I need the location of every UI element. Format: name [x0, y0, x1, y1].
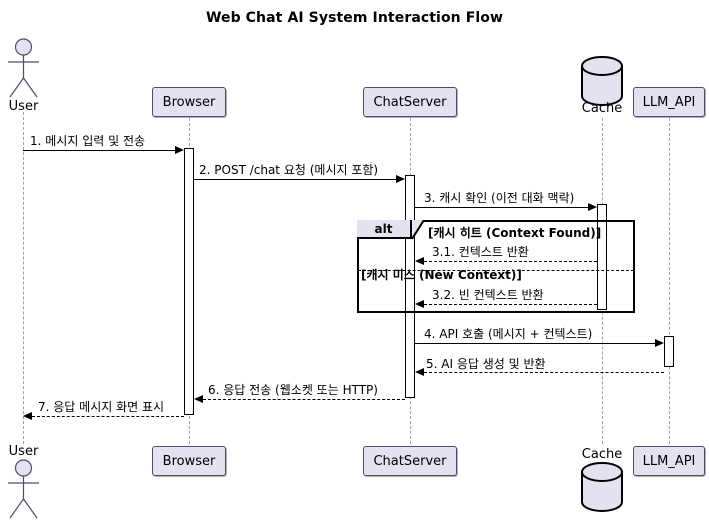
lifeline-user [23, 112, 24, 444]
message-label-7: 7. 응답 메시지 화면 표시 [38, 400, 165, 414]
message-label-3-1: 3.1. 컨텍스트 반환 [432, 245, 529, 259]
message-line-6 [203, 399, 405, 400]
alt-guard-condition-1: [캐시 히트 (Context Found)] [428, 226, 602, 240]
message-arrowhead-5 [415, 368, 424, 376]
participant-label-user-top: User [8, 99, 39, 114]
message-line-4 [415, 343, 655, 344]
alt-operator-label: alt [374, 221, 393, 236]
alt-fragment-operator-tab: alt [357, 220, 412, 239]
participant-chatserver-bottom[interactable]: ChatServer [363, 446, 457, 476]
participant-label-user-bottom: User [8, 444, 39, 459]
participant-label-llm-bottom: LLM_API [642, 453, 696, 469]
message-line-3-1 [424, 261, 597, 262]
lifeline-llm [669, 118, 670, 444]
message-arrowhead-3-1 [415, 257, 424, 265]
participant-label-chatserver-top: ChatServer [373, 94, 447, 110]
participant-label-browser-top: Browser [162, 94, 216, 110]
database-cylinder-icon [581, 462, 623, 512]
message-label-3-2: 3.2. 빈 컨텍스트 반환 [432, 288, 544, 302]
participant-label-cache-top: Cache [581, 101, 623, 116]
alt-fragment-divider [358, 270, 634, 271]
participant-llm-bottom[interactable]: LLM_API [633, 446, 705, 476]
message-line-1 [23, 150, 175, 151]
message-arrowhead-3 [588, 203, 597, 211]
participant-cache-bottom[interactable] [579, 462, 625, 512]
participant-label-browser-bottom: Browser [162, 453, 216, 469]
message-label-6: 6. 응답 전송 (웹소켓 또는 HTTP) [208, 383, 378, 397]
message-arrowhead-4 [655, 339, 664, 347]
activation-browser [184, 148, 194, 415]
message-line-3 [415, 207, 588, 208]
message-arrowhead-6 [194, 395, 203, 403]
participant-cache-top[interactable] [579, 56, 625, 106]
message-line-7 [32, 416, 184, 417]
diagram-title: Web Chat AI System Interaction Flow [205, 10, 504, 26]
alt-guard-condition-2: [캐시 미스 (New Context)] [361, 268, 522, 282]
notch-shape-icon [411, 219, 425, 240]
actor-user-bottom [3, 459, 44, 521]
message-arrowhead-3-2 [415, 300, 424, 308]
actor-user-top [3, 38, 44, 100]
message-label-1: 1. 메시지 입력 및 전송 [30, 134, 146, 148]
actor-figure-icon [8, 38, 39, 98]
participant-label-chatserver-bottom: ChatServer [373, 453, 447, 469]
message-line-2 [194, 179, 396, 180]
actor-figure-icon [8, 459, 39, 519]
message-label-4: 4. API 호출 (메시지 + 컨텍스트) [424, 327, 593, 341]
database-cylinder-icon [581, 56, 623, 106]
message-label-5: 5. AI 응답 생성 및 반환 [426, 357, 546, 371]
message-line-3-2 [424, 304, 597, 305]
message-label-3: 3. 캐시 확인 (이전 대화 맥락) [424, 191, 575, 205]
participant-chatserver-top[interactable]: ChatServer [363, 87, 457, 117]
participant-llm-top[interactable]: LLM_API [633, 87, 705, 117]
message-line-5 [424, 372, 664, 373]
message-arrowhead-1 [175, 146, 184, 154]
activation-chatserver [405, 175, 415, 398]
participant-browser-bottom[interactable]: Browser [152, 446, 226, 476]
alt-fragment-frame [357, 220, 635, 313]
participant-label-cache-bottom: Cache [581, 447, 623, 462]
participant-browser-top[interactable]: Browser [152, 87, 226, 117]
message-arrowhead-2 [396, 175, 405, 183]
activation-cache [597, 204, 607, 310]
message-label-2: 2. POST /chat 요청 (메시지 포함) [199, 163, 379, 177]
participant-label-llm-top: LLM_API [642, 94, 696, 110]
message-arrowhead-7 [23, 412, 32, 420]
activation-llm [664, 336, 674, 367]
